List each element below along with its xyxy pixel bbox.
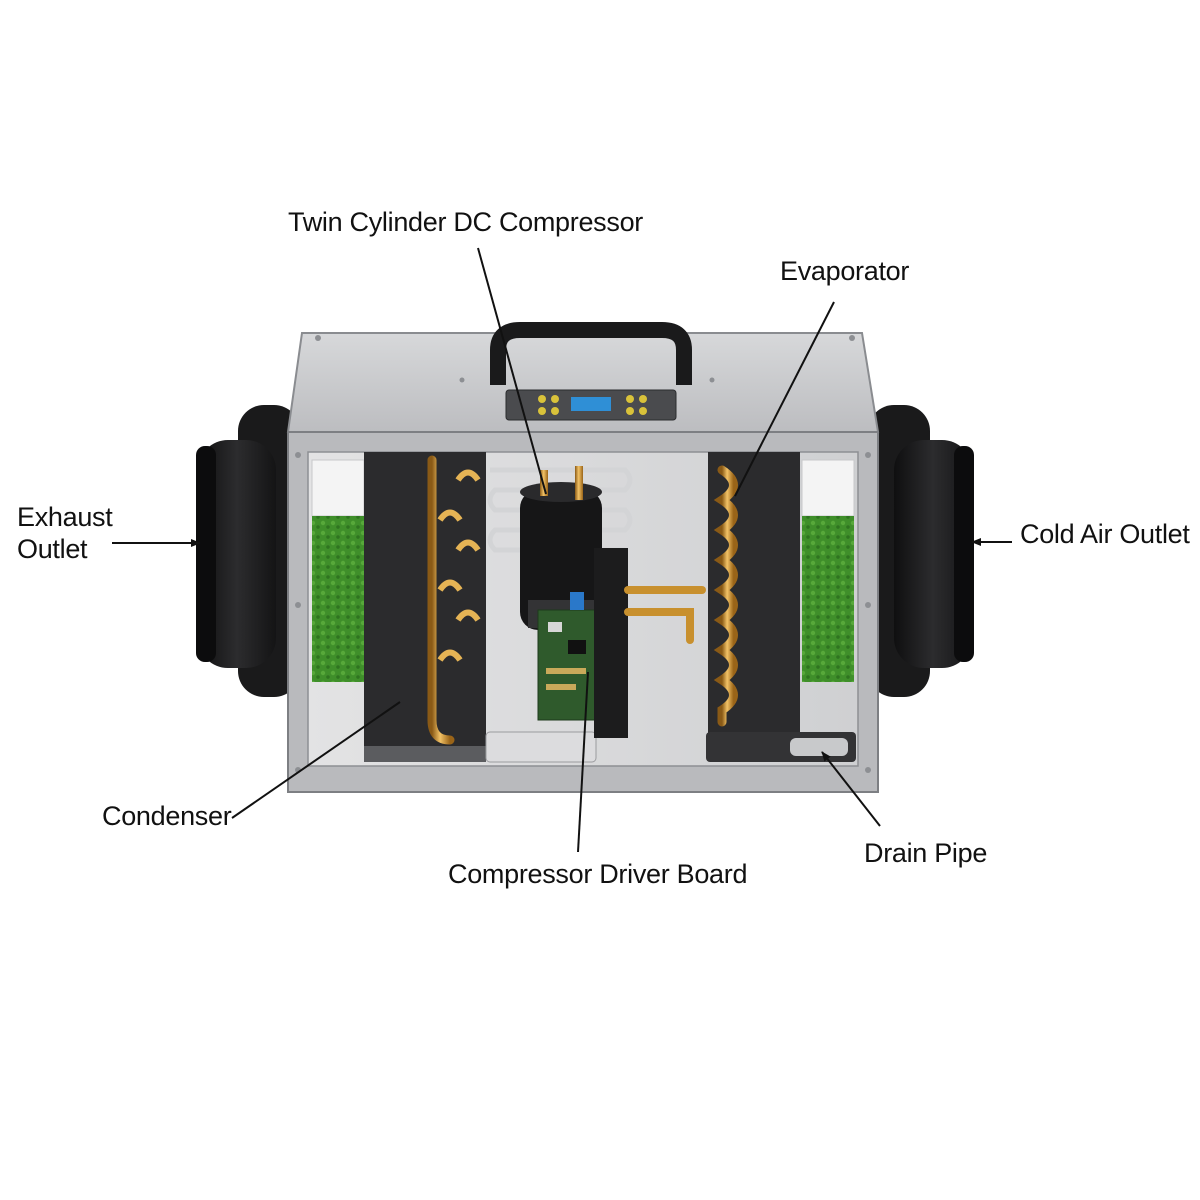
drip-tray xyxy=(485,731,597,763)
condenser-leader xyxy=(231,701,401,819)
drain-pipe-leader xyxy=(821,751,881,827)
label-exhaust-line2: Outlet xyxy=(17,534,88,564)
cold-air-duct xyxy=(868,405,974,697)
label-compressor: Twin Cylinder DC Compressor xyxy=(288,207,643,237)
control-panel xyxy=(505,389,677,421)
label-driver-board: Compressor Driver Board xyxy=(448,859,748,889)
label-cold-air-outlet: Cold Air Outlet xyxy=(1020,519,1190,549)
driver-board-leader xyxy=(577,671,589,853)
label-exhaust-outlet: Exhaust Outlet xyxy=(17,501,113,565)
label-exhaust-line1: Exhaust xyxy=(17,502,113,532)
evaporator-coil xyxy=(706,452,856,762)
exhaust-duct xyxy=(196,405,300,697)
label-condenser: Condenser xyxy=(102,801,232,831)
right-filter xyxy=(801,459,855,682)
condenser-coil xyxy=(364,452,486,762)
label-evaporator: Evaporator xyxy=(780,256,910,286)
label-drain-pipe: Drain Pipe xyxy=(864,838,988,868)
driver-board xyxy=(537,548,628,738)
compressor-leader xyxy=(477,247,547,495)
left-filter xyxy=(311,459,365,682)
evaporator-leader xyxy=(734,301,835,497)
refrigerant-pipes xyxy=(465,586,706,727)
leader-lines xyxy=(112,247,1012,853)
carry-handle xyxy=(490,322,692,385)
